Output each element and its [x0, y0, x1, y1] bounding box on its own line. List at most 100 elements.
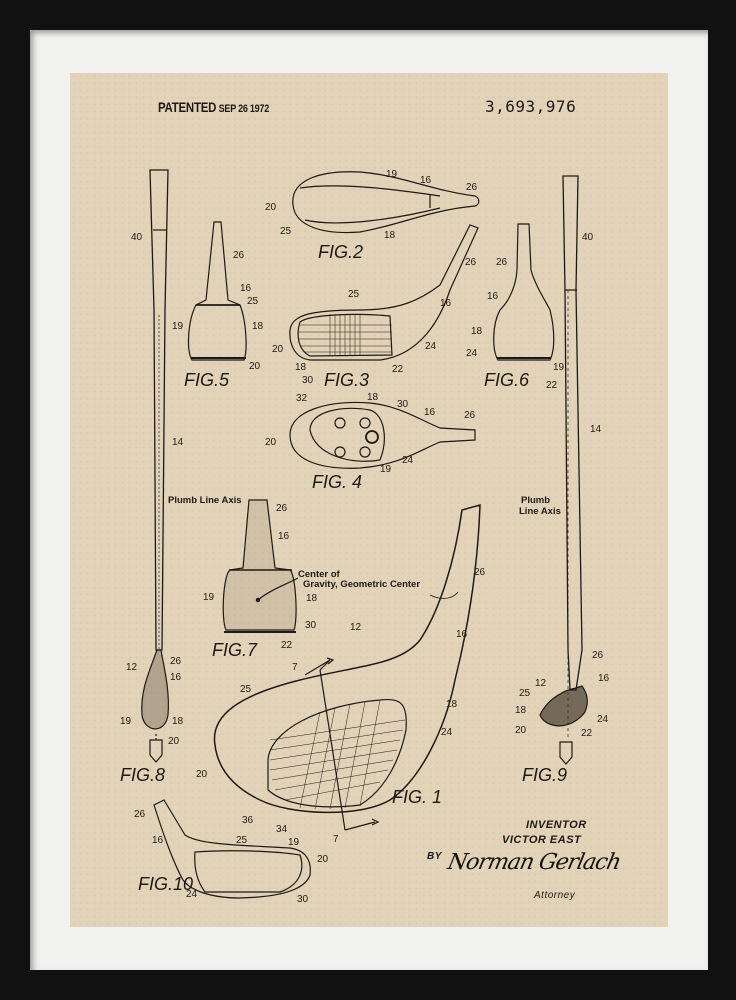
fig3-drawing — [289, 224, 479, 361]
svg-text:19: 19 — [386, 169, 398, 180]
svg-text:19: 19 — [553, 362, 565, 373]
annotations: Plumb Line Axis Plumb Line Axis Center o… — [168, 495, 561, 590]
svg-text:36: 36 — [242, 815, 254, 826]
fig3-label: FIG.3 — [324, 370, 369, 390]
svg-text:25: 25 — [348, 289, 360, 300]
svg-text:7: 7 — [292, 662, 298, 673]
svg-text:24: 24 — [402, 455, 414, 466]
svg-text:7: 7 — [333, 834, 339, 845]
svg-text:25: 25 — [240, 684, 252, 695]
svg-text:26: 26 — [276, 503, 288, 514]
inventor-heading: INVENTOR — [526, 819, 587, 831]
svg-text:24: 24 — [597, 714, 609, 725]
svg-text:22: 22 — [581, 728, 593, 739]
fig7-drawing — [222, 499, 299, 633]
svg-text:20: 20 — [272, 344, 284, 355]
svg-text:18: 18 — [306, 593, 318, 604]
svg-text:12: 12 — [126, 662, 138, 673]
inventor-name: VICTOR EAST — [502, 834, 582, 846]
fig5-label: FIG.5 — [184, 370, 230, 390]
svg-text:18: 18 — [295, 362, 307, 373]
svg-text:20: 20 — [196, 769, 208, 780]
svg-text:26: 26 — [464, 410, 476, 421]
fig10-label: FIG.10 — [138, 874, 193, 894]
fig2-label: FIG.2 — [318, 242, 363, 262]
svg-text:19: 19 — [288, 837, 300, 848]
svg-text:40: 40 — [131, 232, 143, 243]
svg-text:20: 20 — [317, 854, 329, 865]
fig8-drawing — [141, 169, 169, 763]
svg-text:30: 30 — [305, 620, 317, 631]
svg-text:26: 26 — [496, 257, 508, 268]
svg-text:16: 16 — [420, 175, 432, 186]
svg-text:24: 24 — [441, 727, 453, 738]
svg-text:20: 20 — [168, 736, 180, 747]
svg-text:24: 24 — [186, 889, 198, 900]
svg-text:18: 18 — [172, 716, 184, 727]
figure-labels: FIG.2 FIG.3 FIG. 4 FIG.5 FIG.6 FIG.7 FIG… — [120, 242, 567, 894]
fig1-drawing — [213, 504, 481, 831]
svg-text:20: 20 — [249, 361, 261, 372]
svg-text:26: 26 — [474, 567, 486, 578]
svg-text:19: 19 — [172, 321, 184, 332]
svg-text:18: 18 — [252, 321, 264, 332]
svg-text:26: 26 — [465, 257, 477, 268]
svg-text:24: 24 — [425, 341, 437, 352]
svg-text:25: 25 — [236, 835, 248, 846]
svg-text:20: 20 — [265, 202, 277, 213]
svg-text:25: 25 — [519, 688, 531, 699]
svg-text:24: 24 — [466, 348, 478, 359]
svg-text:30: 30 — [397, 399, 409, 410]
svg-text:18: 18 — [471, 326, 483, 337]
svg-text:26: 26 — [170, 656, 182, 667]
svg-text:12: 12 — [535, 678, 547, 689]
svg-text:22: 22 — [392, 364, 404, 375]
svg-text:22: 22 — [546, 380, 558, 391]
fig6-drawing — [493, 223, 555, 361]
svg-text:12: 12 — [350, 622, 362, 633]
svg-text:22: 22 — [281, 640, 293, 651]
svg-text:14: 14 — [172, 437, 184, 448]
fig7-note-line2: Gravity, Geometric Center — [303, 579, 420, 590]
svg-text:25: 25 — [280, 226, 292, 237]
svg-text:16: 16 — [278, 531, 290, 542]
patented-label: PATENTED — [158, 99, 217, 115]
svg-text:16: 16 — [240, 283, 252, 294]
svg-text:30: 30 — [302, 375, 314, 386]
svg-text:16: 16 — [440, 298, 452, 309]
fig9-drawing — [539, 175, 588, 765]
svg-text:16: 16 — [456, 629, 468, 640]
attorney-signature: Norman Gerlach — [445, 850, 623, 875]
reference-numerals: 40 14 12 26 16 19 18 20 19 16 26 20 25 1… — [120, 169, 610, 905]
svg-text:19: 19 — [120, 716, 132, 727]
svg-text:16: 16 — [487, 291, 499, 302]
svg-text:30: 30 — [297, 894, 309, 905]
svg-text:19: 19 — [380, 464, 392, 475]
svg-text:32: 32 — [296, 393, 308, 404]
svg-text:18: 18 — [384, 230, 396, 241]
attorney-label: Attorney — [534, 890, 576, 901]
fig10-drawing — [153, 799, 311, 899]
fig2-drawing — [292, 171, 480, 234]
svg-text:16: 16 — [424, 407, 436, 418]
svg-text:19: 19 — [203, 592, 215, 603]
svg-text:26: 26 — [134, 809, 146, 820]
patent-number: 3,693,976 — [485, 97, 577, 116]
svg-text:16: 16 — [170, 672, 182, 683]
fig8-label: FIG.8 — [120, 765, 165, 785]
svg-text:26: 26 — [466, 182, 478, 193]
svg-text:40: 40 — [582, 232, 594, 243]
fig7-note-line1: Center of — [298, 569, 341, 580]
svg-text:16: 16 — [598, 673, 610, 684]
patent-date: SEP 26 1972 — [218, 103, 270, 115]
fig9-label: FIG.9 — [522, 765, 567, 785]
patent-drawings: 40 14 12 26 16 19 18 20 19 16 26 20 25 1… — [120, 169, 610, 905]
svg-text:26: 26 — [592, 650, 604, 661]
fig4-drawing — [289, 401, 476, 469]
svg-text:34: 34 — [276, 824, 288, 835]
svg-text:18: 18 — [367, 392, 379, 403]
svg-text:18: 18 — [446, 699, 458, 710]
fig4-label: FIG. 4 — [312, 472, 362, 492]
